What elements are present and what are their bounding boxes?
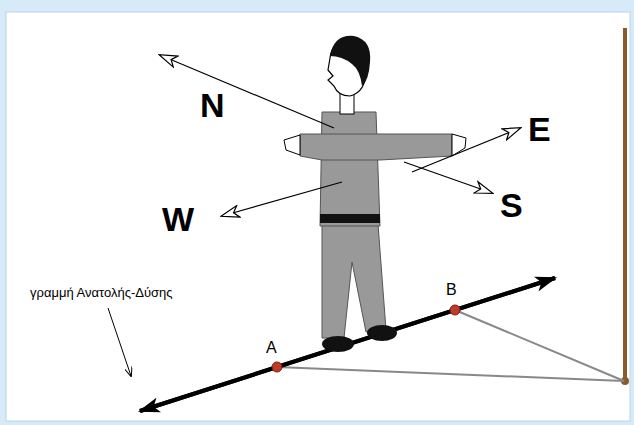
compass-letter: E: [528, 112, 551, 146]
sight-line: [455, 310, 624, 381]
line-caption: γραμμή Ανατολής-Δύσης: [30, 286, 173, 299]
compass-letter: S: [500, 188, 523, 222]
pole: [623, 28, 627, 382]
panel: [6, 12, 630, 421]
point-a: [272, 362, 282, 372]
compass-letter: N: [200, 88, 225, 122]
compass-letter: W: [162, 202, 194, 236]
sight-line: [277, 367, 624, 381]
point-label: B: [446, 282, 457, 298]
point-b: [450, 305, 460, 315]
east-arrow: [412, 128, 520, 172]
person: [284, 36, 466, 352]
leader-line: [108, 308, 131, 376]
south-arrow: [404, 162, 492, 193]
point-label: A: [266, 340, 277, 356]
west-arrow: [222, 182, 342, 216]
north-arrow: [160, 55, 334, 128]
